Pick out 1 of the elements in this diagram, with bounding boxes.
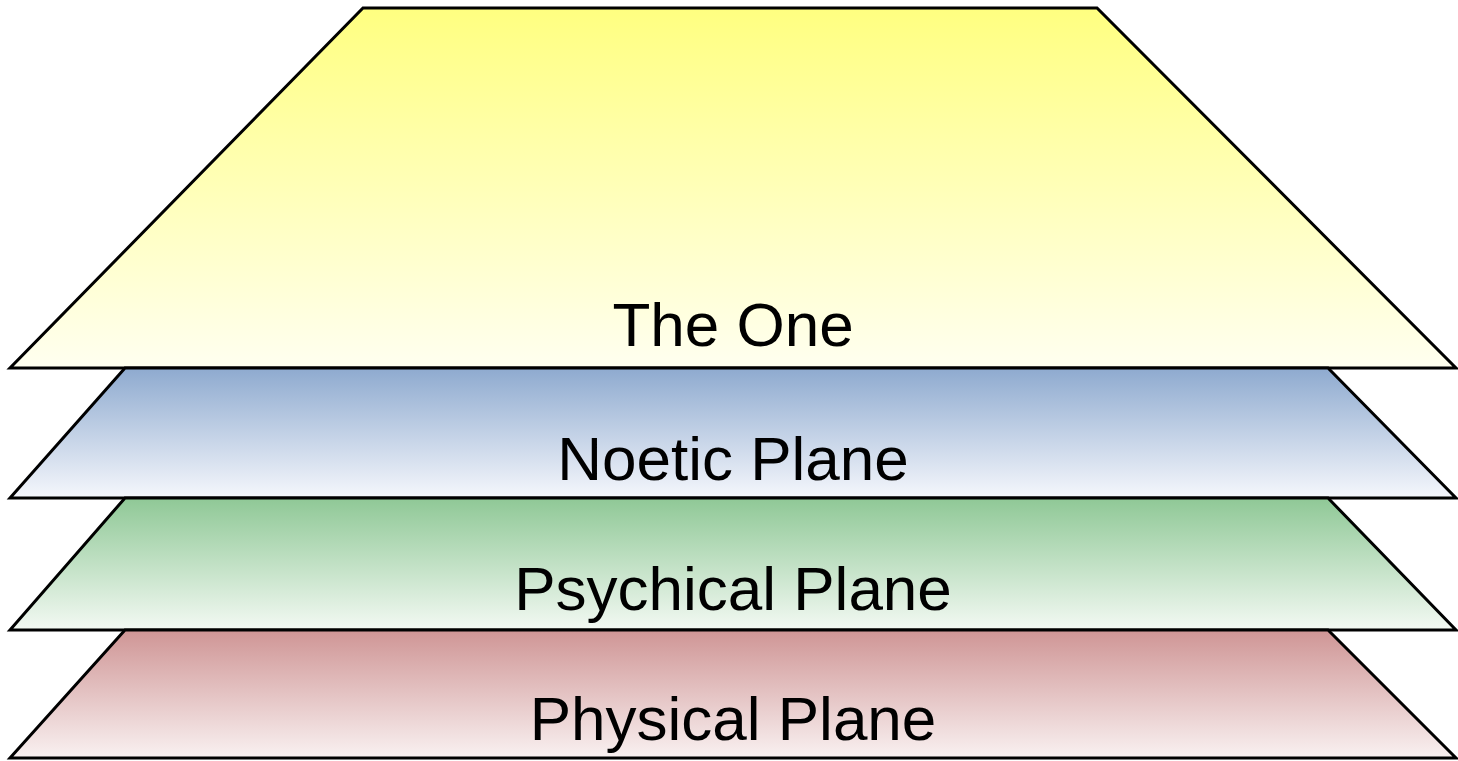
layer-label: Noetic Plane [557, 428, 909, 490]
